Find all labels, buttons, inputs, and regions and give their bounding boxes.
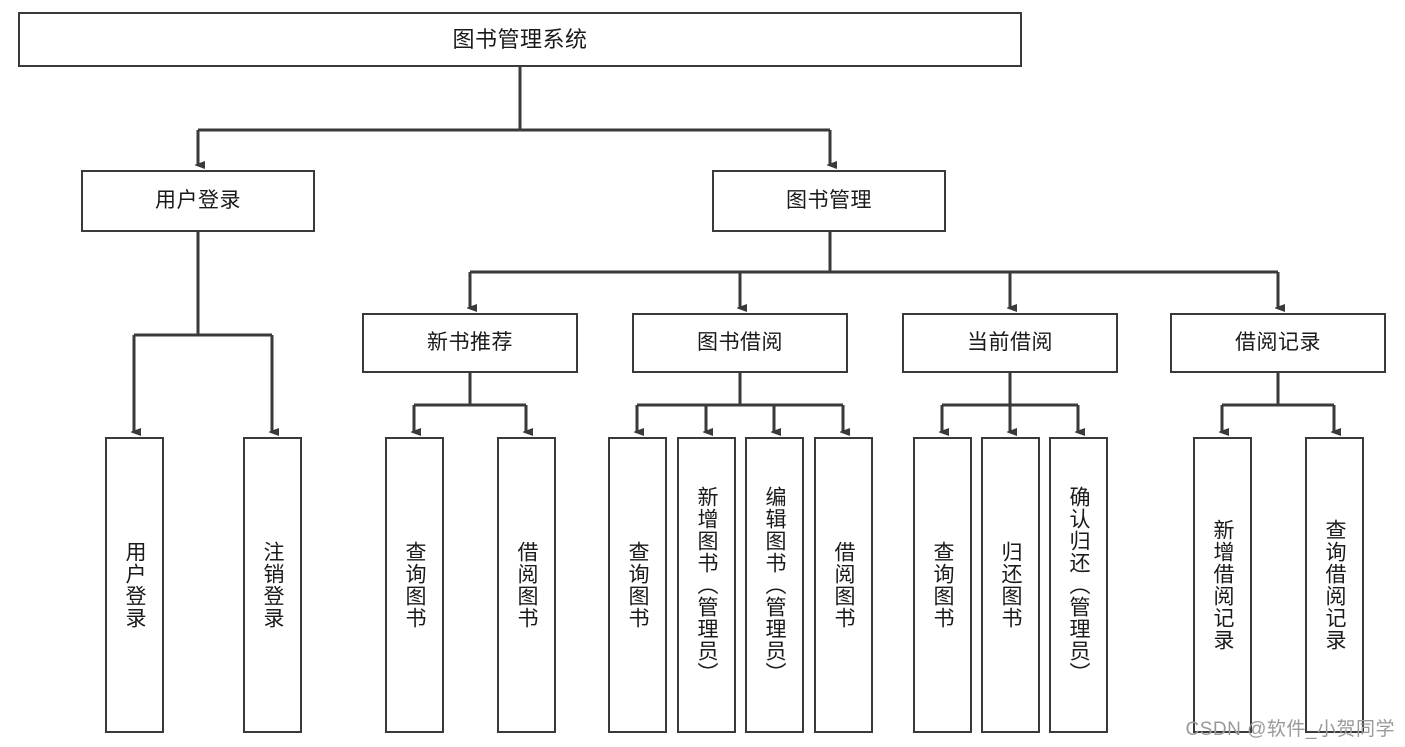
node-label: 借阅记录 [1235,330,1321,354]
node-current-borrow[interactable]: 当前借阅 [902,313,1118,373]
node-label: 借阅图书 [515,541,539,629]
node-label: 图书借阅 [697,330,783,354]
node-label: 用户登录 [123,541,147,629]
node-user-login[interactable]: 用户登录 [81,170,315,232]
node-label: 用户登录 [155,188,241,212]
leaf-br-add-record[interactable]: 新增借阅记录 [1193,437,1252,733]
node-label: 查询图书 [626,541,650,629]
node-label: 查询借阅记录 [1323,519,1347,651]
leaf-bb-borrow-book[interactable]: 借阅图书 [814,437,873,733]
leaf-bb-add-book-admin[interactable]: 新增图书（管理员） [677,437,736,733]
csdn-watermark: CSDN @软件_小贺同学 [1185,719,1395,740]
leaf-bb-edit-book-admin[interactable]: 编辑图书（管理员） [745,437,804,733]
leaf-cb-query-book[interactable]: 查询图书 [913,437,972,733]
leaf-nb-borrow-book[interactable]: 借阅图书 [497,437,556,733]
node-label: 图书管理系统 [452,26,588,52]
node-label: 确认归还（管理员） [1067,486,1091,684]
node-label: 新增图书（管理员） [695,486,719,684]
node-borrow-record[interactable]: 借阅记录 [1170,313,1386,373]
node-label: 归还图书 [999,541,1023,629]
node-root-book-management-system[interactable]: 图书管理系统 [18,12,1022,67]
node-label: 查询图书 [931,541,955,629]
leaf-cb-return-book[interactable]: 归还图书 [981,437,1040,733]
node-label: 图书管理 [786,188,872,212]
leaf-br-query-record[interactable]: 查询借阅记录 [1305,437,1364,733]
node-new-book-recommend[interactable]: 新书推荐 [362,313,578,373]
leaf-cb-confirm-return-admin[interactable]: 确认归还（管理员） [1049,437,1108,733]
node-book-borrow[interactable]: 图书借阅 [632,313,848,373]
node-label: 编辑图书（管理员） [763,486,787,684]
node-book-management[interactable]: 图书管理 [712,170,946,232]
node-label: 新增借阅记录 [1211,519,1235,651]
node-label: 新书推荐 [427,330,513,354]
node-label: 借阅图书 [832,541,856,629]
leaf-nb-query-book[interactable]: 查询图书 [385,437,444,733]
leaf-user-login[interactable]: 用户登录 [105,437,164,733]
node-label: 注销登录 [261,541,285,629]
leaf-bb-query-book[interactable]: 查询图书 [608,437,667,733]
node-label: 查询图书 [403,541,427,629]
leaf-logout[interactable]: 注销登录 [243,437,302,733]
node-label: 当前借阅 [967,330,1053,354]
